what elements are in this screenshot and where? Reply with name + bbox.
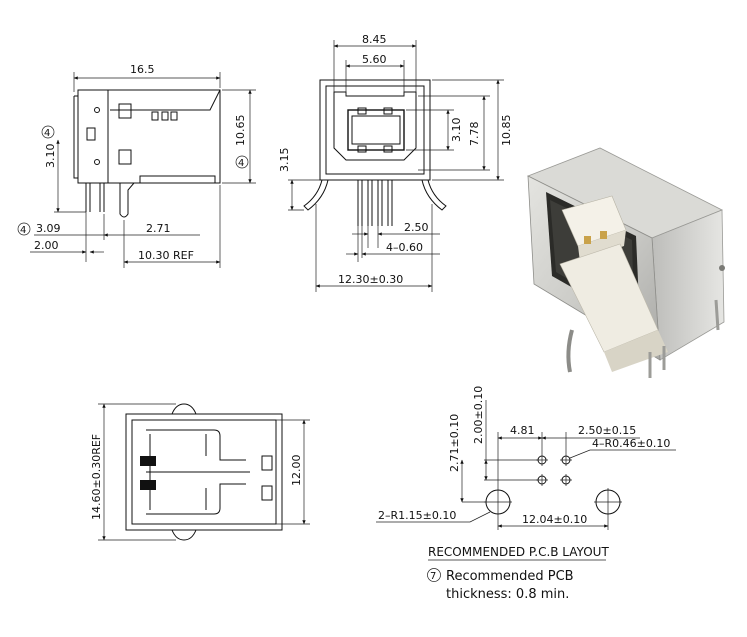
connector-render [527, 147, 725, 378]
front-inner-width-dim: 5.60 [362, 53, 387, 66]
side-offset-callout: 4 [20, 225, 26, 236]
pcb-1204-dim: 12.04±0.10 [522, 513, 587, 526]
side-pin-offset-dim: 3.09 [36, 222, 61, 235]
side-ref-dim: 10.30 REF [138, 249, 194, 262]
pcb-250-dim: 2.50±0.15 [578, 424, 636, 437]
pcb-200-dim: 2.00±0.10 [472, 386, 485, 444]
pcb-note-num: 7 [430, 571, 436, 582]
front-height-dim: 10.85 [500, 115, 513, 147]
pcb-layout: 4.81 2.50±0.15 4–R0.46±0.10 2.71±0.10 2.… [376, 386, 676, 602]
side-pin-callout: 4 [44, 128, 50, 139]
pcb-481-dim: 4.81 [510, 424, 535, 437]
pcb-mount-dim: 2–R1.15±0.10 [378, 509, 456, 522]
side-length-dim: 16.5 [130, 63, 155, 76]
side-first-pin-dim: 2.00 [34, 239, 59, 252]
front-view: 8.45 5.60 3.10 7.78 10.85 3.15 2.50 4–0.… [278, 33, 513, 292]
front-total-dim: 12.30±0.30 [338, 273, 403, 286]
top-length-dim: 14.60±0.30REF [90, 434, 103, 520]
side-pin-pitch-dim: 2.71 [146, 222, 171, 235]
pcb-layout-title: RECOMMENDED P.C.B LAYOUT [428, 545, 609, 559]
side-height-dim: 10.65 [234, 115, 247, 147]
side-height-callout: 4 [238, 158, 244, 169]
pcb-271-dim: 2.71±0.10 [448, 414, 461, 472]
pcb-note-line1: Recommended PCB [446, 569, 574, 584]
front-leg-dim: 3.15 [278, 148, 291, 173]
pcb-note-line2: thickness: 0.8 min. [446, 587, 569, 602]
front-tongue-dim: 3.10 [450, 118, 463, 143]
pcb-hole-dim: 4–R0.46±0.10 [592, 437, 670, 450]
side-view: 16.5 10.65 4 3.10 4 4 3.09 2.71 2.00 10.… [17, 63, 256, 268]
side-pin-height-dim: 3.10 [44, 144, 57, 169]
top-view: 14.60±0.30REF 12.00 [90, 403, 310, 541]
front-opening-dim: 7.78 [468, 122, 481, 147]
top-width-dim: 12.00 [290, 455, 303, 487]
front-outer-width-dim: 8.45 [362, 33, 387, 46]
front-pitch-dim: 2.50 [404, 221, 429, 234]
front-pin-width-dim: 4–0.60 [386, 241, 423, 254]
